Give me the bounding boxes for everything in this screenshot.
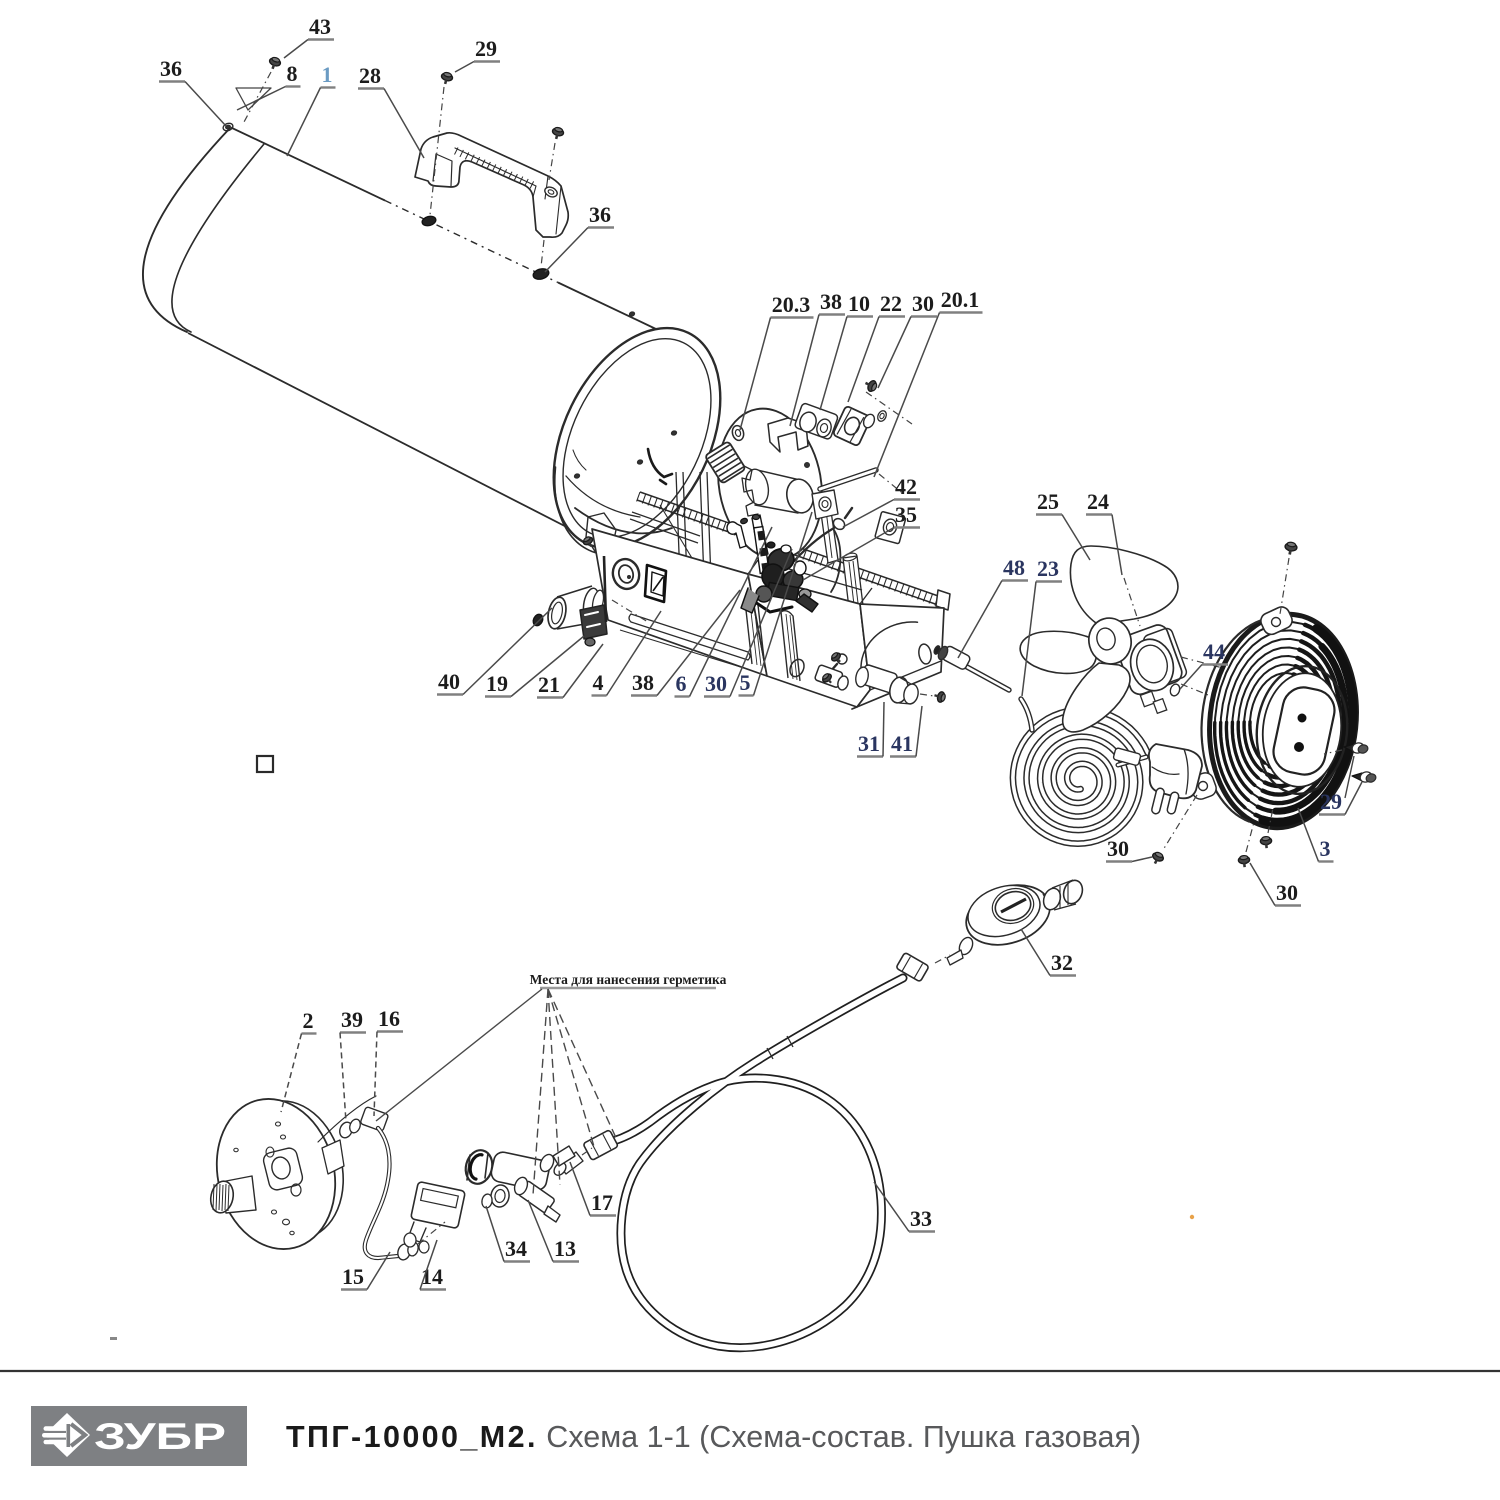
- svg-text:13: 13: [554, 1236, 576, 1261]
- svg-text:2: 2: [303, 1008, 314, 1033]
- svg-text:40: 40: [438, 669, 460, 694]
- svg-text:4: 4: [593, 670, 604, 695]
- svg-text:10: 10: [848, 291, 870, 316]
- svg-text:ЗУБР: ЗУБР: [94, 1416, 226, 1457]
- svg-text:36: 36: [589, 202, 611, 227]
- svg-text:43: 43: [309, 14, 331, 39]
- svg-text:42: 42: [895, 474, 917, 499]
- svg-text:ТПГ-10000_М2. Схема 1-1 (Схема: ТПГ-10000_М2. Схема 1-1 (Схема-состав. П…: [286, 1420, 1141, 1454]
- svg-text:17: 17: [591, 1190, 613, 1215]
- svg-text:44: 44: [1203, 639, 1225, 664]
- svg-text:48: 48: [1003, 555, 1025, 580]
- svg-text:20.3: 20.3: [772, 292, 811, 317]
- svg-text:36: 36: [160, 56, 182, 81]
- svg-text:1: 1: [322, 62, 333, 87]
- svg-text:31: 31: [858, 731, 880, 756]
- svg-text:29: 29: [475, 36, 497, 61]
- svg-text:32: 32: [1051, 950, 1073, 975]
- svg-text:Места для нанесения герметика: Места для нанесения герметика: [530, 972, 727, 987]
- svg-text:41: 41: [891, 731, 913, 756]
- svg-text:20.1: 20.1: [941, 287, 980, 312]
- svg-text:22: 22: [880, 291, 902, 316]
- svg-text:5: 5: [740, 670, 751, 695]
- svg-text:23: 23: [1037, 556, 1059, 581]
- svg-text:28: 28: [359, 63, 381, 88]
- svg-text:15: 15: [342, 1264, 364, 1289]
- svg-text:35: 35: [895, 502, 917, 527]
- svg-text:38: 38: [820, 289, 842, 314]
- svg-text:24: 24: [1087, 489, 1109, 514]
- svg-text:34: 34: [505, 1236, 527, 1261]
- svg-text:39: 39: [341, 1007, 363, 1032]
- svg-text:6: 6: [676, 671, 687, 696]
- svg-text:30: 30: [1107, 836, 1129, 861]
- svg-text:8: 8: [287, 61, 298, 86]
- svg-text:38: 38: [632, 670, 654, 695]
- svg-text:16: 16: [378, 1006, 400, 1031]
- svg-text:33: 33: [910, 1206, 932, 1231]
- svg-text:21: 21: [538, 672, 560, 697]
- svg-text:19: 19: [486, 671, 508, 696]
- svg-text:30: 30: [705, 671, 727, 696]
- svg-text:29: 29: [1320, 789, 1342, 814]
- svg-text:30: 30: [912, 291, 934, 316]
- svg-text:3: 3: [1320, 836, 1331, 861]
- svg-text:30: 30: [1276, 880, 1298, 905]
- svg-text:25: 25: [1037, 489, 1059, 514]
